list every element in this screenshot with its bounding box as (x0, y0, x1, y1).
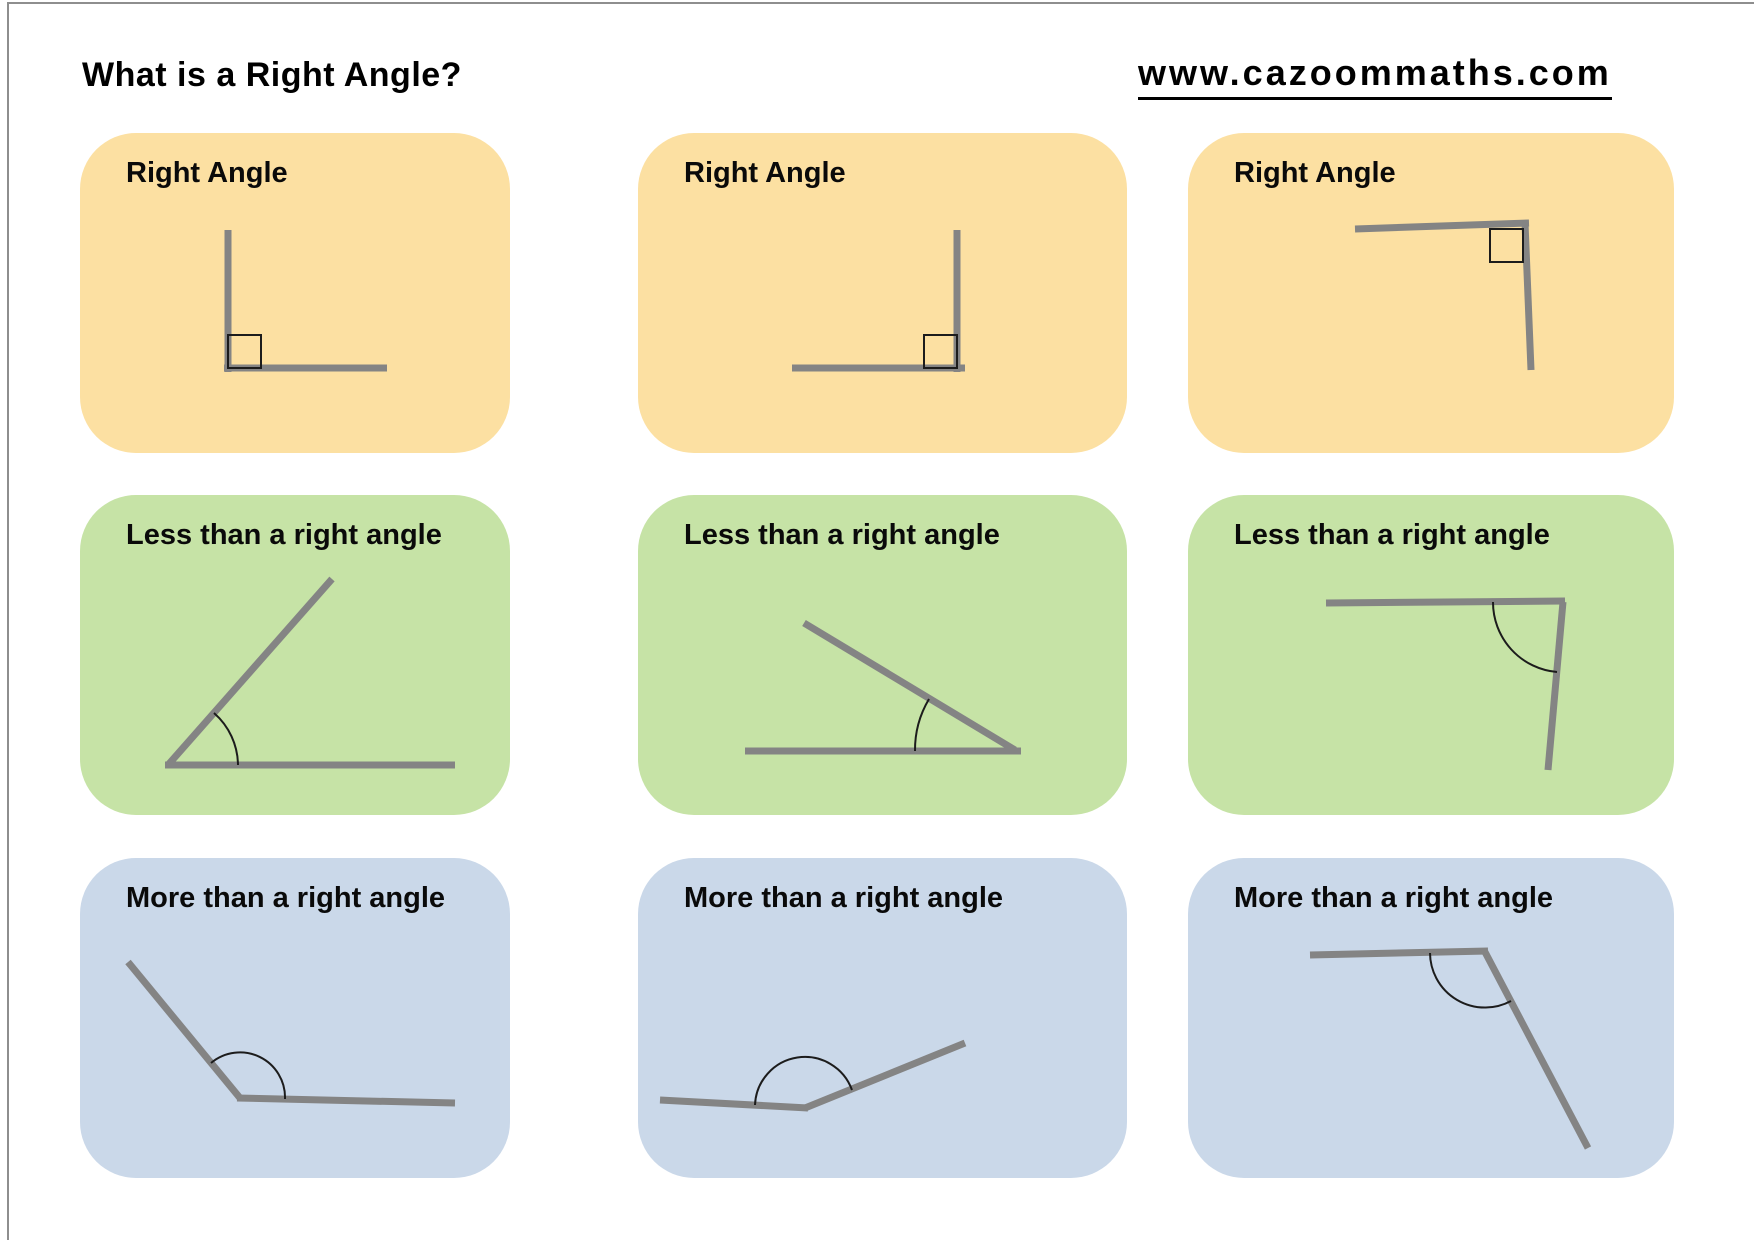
angle-arc-marker (913, 698, 930, 752)
acute-angle-diagram-vertex-top-right (1325, 597, 1567, 771)
card-heading: Right Angle (684, 157, 846, 189)
card-heading: More than a right angle (126, 882, 446, 914)
card-heading: More than a right angle (684, 882, 1004, 914)
obtuse-angle-diagram-vertex-center (659, 1039, 967, 1112)
card-right-angle-1: Right Angle (80, 133, 510, 453)
obtuse-angle-diagram-vertex-top-right (1309, 947, 1592, 1150)
card-acute-angle-2: Less than a right angle (638, 495, 1127, 815)
horizontal-arm (236, 1094, 456, 1107)
diagonal-arm (165, 576, 335, 768)
card-obtuse-angle-3: More than a right angle (1188, 858, 1674, 1178)
diagonal-arm (802, 620, 1017, 753)
card-heading: Less than a right angle (1234, 519, 1550, 551)
angle-arc-marker (754, 1055, 853, 1106)
card-acute-angle-1: Less than a right angle (80, 495, 510, 815)
card-heading: Right Angle (126, 157, 288, 189)
diagonal-arm (125, 959, 243, 1101)
descending-arm (1544, 601, 1567, 771)
angle-arc-marker (1491, 601, 1558, 673)
right-angle-square-marker (1489, 228, 1524, 263)
vertical-arm (1521, 222, 1535, 371)
card-right-angle-3: Right Angle (1188, 133, 1674, 453)
card-heading: Less than a right angle (126, 519, 442, 551)
card-obtuse-angle-2: More than a right angle (638, 858, 1127, 1178)
card-acute-angle-3: Less than a right angle (1188, 495, 1674, 815)
acute-angle-diagram-vertex-right (745, 620, 1021, 755)
left-arm (659, 1096, 809, 1112)
angle-arc-marker (1429, 952, 1512, 1009)
horizontal-arm (1309, 947, 1489, 959)
angle-arc-marker (210, 1051, 287, 1100)
card-right-angle-2: Right Angle (638, 133, 1127, 453)
card-heading: More than a right angle (1234, 882, 1554, 914)
horizontal-arm (1325, 597, 1566, 607)
right-angle-diagram-opening-left (792, 230, 965, 372)
horizontal-arm (1354, 219, 1530, 233)
right-angle-diagram-opening-right (224, 230, 387, 372)
right-angle-diagram-opening-down (1354, 219, 1535, 371)
page-title: What is a Right Angle? (82, 56, 462, 94)
right-angle-square-marker (227, 334, 262, 369)
angle-arc-marker (213, 712, 239, 766)
website-link: www.cazoommaths.com (1138, 52, 1612, 100)
card-obtuse-angle-1: More than a right angle (80, 858, 510, 1178)
obtuse-angle-diagram-vertex-left (125, 959, 456, 1107)
right-angle-square-marker (923, 334, 958, 369)
acute-angle-diagram-vertex-left (165, 576, 455, 769)
card-heading: Right Angle (1234, 157, 1396, 189)
card-heading: Less than a right angle (684, 519, 1000, 551)
descending-arm (1481, 950, 1592, 1150)
right-arm (803, 1039, 967, 1112)
